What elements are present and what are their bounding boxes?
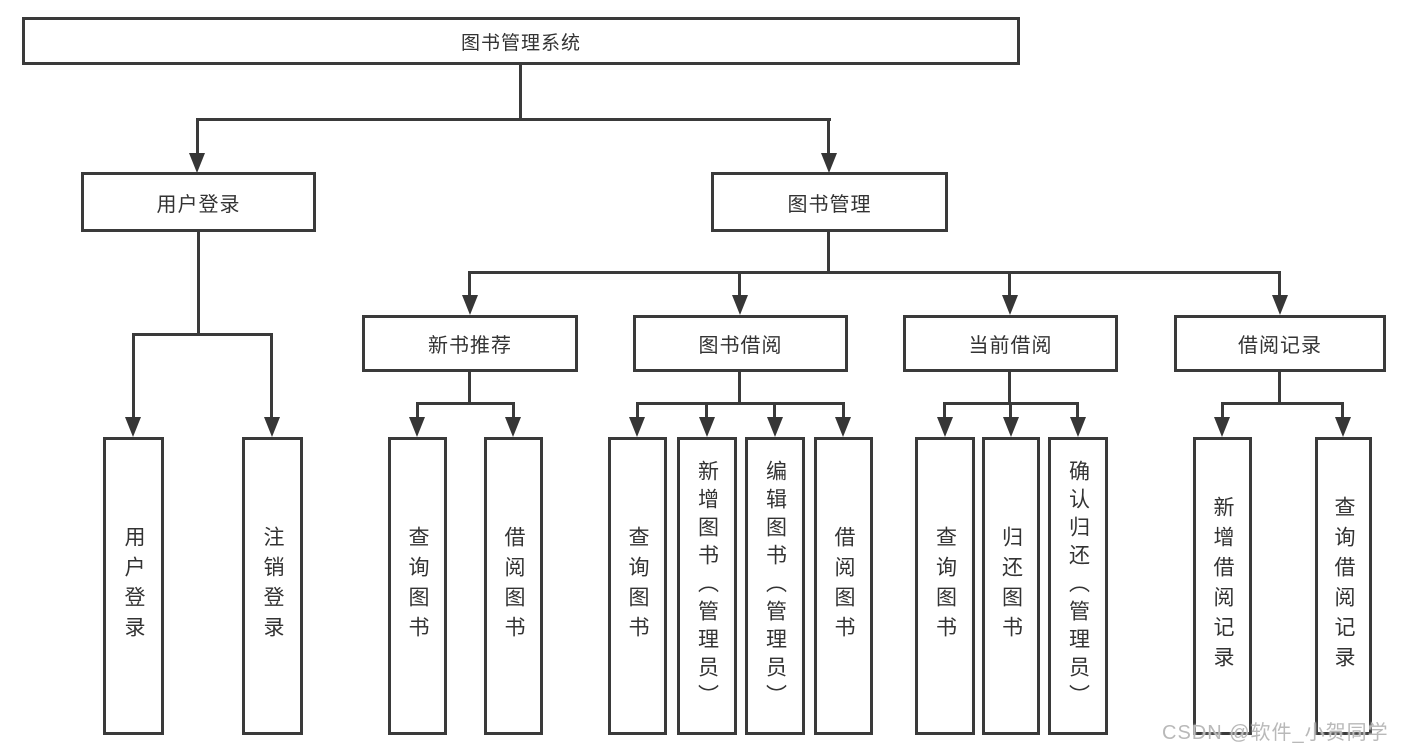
connector-borrow-records-arm-1: [1221, 402, 1224, 418]
node-label: 用户登录: [156, 193, 241, 216]
csdn-watermark: CSDN @软件_小贺同学: [1162, 722, 1389, 744]
connector-user-login-hbar: [132, 333, 273, 336]
arrowhead-to-add-book: [699, 417, 715, 437]
node-leaf-user-login: 用户登录: [103, 437, 164, 735]
connector-root-arm-left: [196, 118, 199, 154]
node-label: 查询图书: [933, 526, 957, 646]
arrowhead-to-book-borrow: [732, 295, 748, 315]
node-label: 图书管理: [787, 193, 872, 216]
node-new-book-recommend: 新书推荐: [362, 315, 578, 372]
node-current-borrow: 当前借阅: [903, 315, 1118, 372]
node-leaf-query-borrow-record: 查询借阅记录: [1315, 437, 1372, 735]
node-label: 借阅图书: [832, 526, 855, 646]
connector-new-book-hbar: [416, 402, 515, 405]
node-label: 用户登录: [122, 526, 145, 646]
node-borrow-records: 借阅记录: [1174, 315, 1386, 372]
connector-book-borrow-hbar: [636, 402, 845, 405]
node-leaf-borrow-book-2: 借阅图书: [814, 437, 873, 735]
arrowhead-to-return-book: [1003, 417, 1019, 437]
node-label: 新增借阅记录: [1211, 496, 1234, 676]
connector-book-borrow-arm-3: [773, 402, 776, 418]
connector-book-mgmt-stem: [827, 232, 830, 273]
connector-root-arm-right: [827, 118, 830, 154]
arrowhead-to-query-book-2: [629, 417, 645, 437]
arrowhead-to-leaf-logout: [264, 417, 280, 437]
arrowhead-to-borrow-records: [1272, 295, 1288, 315]
node-leaf-logout: 注销登录: [242, 437, 303, 735]
node-user-login: 用户登录: [81, 172, 316, 232]
connector-book-borrow-arm-1: [636, 402, 639, 418]
arrowhead-to-add-borrow-record: [1214, 417, 1230, 437]
node-label: 查询图书: [406, 526, 429, 646]
connector-book-mgmt-arm-3: [1008, 271, 1011, 297]
connector-current-borrow-arm-3: [1076, 402, 1079, 418]
arrowhead-to-query-book-3: [937, 417, 953, 437]
connector-borrow-records-arm-2: [1341, 402, 1344, 418]
node-leaf-query-book-3: 查询图书: [915, 437, 975, 735]
node-label: 归还图书: [999, 526, 1023, 646]
arrowhead-to-book-management: [821, 153, 837, 173]
node-leaf-add-book-admin: 新增图书（管理员）: [677, 437, 737, 735]
node-label: 借阅记录: [1238, 335, 1322, 357]
node-leaf-confirm-return-admin: 确认归还（管理员）: [1048, 437, 1108, 735]
arrowhead-to-query-borrow-record: [1335, 417, 1351, 437]
connector-user-login-arm-1: [132, 333, 135, 418]
node-label: 新增图书（管理员）: [695, 460, 719, 712]
node-label: 图书借阅: [698, 335, 783, 357]
node-leaf-return-book: 归还图书: [982, 437, 1040, 735]
connector-user-login-stem: [197, 232, 200, 335]
node-label: 新书推荐: [428, 335, 512, 357]
connector-new-book-arm-1: [416, 402, 419, 418]
node-label: 编辑图书（管理员）: [763, 460, 787, 712]
node-leaf-query-book-2: 查询图书: [608, 437, 667, 735]
node-book-management: 图书管理: [711, 172, 948, 232]
connector-book-mgmt-arm-2: [738, 271, 741, 297]
connector-book-mgmt-hbar: [468, 271, 1281, 274]
node-label: 查询图书: [626, 526, 649, 646]
connector-root-hbar: [196, 118, 831, 121]
arrowhead-to-new-book-recommend: [462, 295, 478, 315]
node-leaf-borrow-book-1: 借阅图书: [484, 437, 543, 735]
node-label: 查询借阅记录: [1332, 496, 1355, 676]
node-book-borrow: 图书借阅: [633, 315, 848, 372]
connector-book-borrow-arm-4: [842, 402, 845, 418]
connector-current-borrow-arm-2: [1009, 402, 1012, 418]
connector-book-mgmt-arm-1: [468, 271, 471, 297]
arrowhead-to-edit-book: [767, 417, 783, 437]
node-leaf-add-borrow-record: 新增借阅记录: [1193, 437, 1252, 735]
connector-book-borrow-arm-2: [705, 402, 708, 418]
arrowhead-to-confirm-return: [1070, 417, 1086, 437]
connector-borrow-records-stem: [1278, 372, 1281, 404]
connector-current-borrow-stem: [1008, 372, 1011, 404]
arrowhead-to-borrow-book-2: [835, 417, 851, 437]
node-label: 确认归还（管理员）: [1066, 460, 1090, 712]
connector-user-login-arm-2: [270, 333, 273, 418]
connector-new-book-stem: [468, 372, 471, 404]
node-root-book-management-system: 图书管理系统: [22, 17, 1020, 65]
connector-current-borrow-arm-1: [943, 402, 946, 418]
connector-new-book-arm-2: [512, 402, 515, 418]
connector-borrow-records-hbar: [1221, 402, 1344, 405]
node-label: 当前借阅: [968, 335, 1053, 357]
connector-root-stem: [519, 65, 522, 118]
node-label: 借阅图书: [502, 526, 525, 646]
arrowhead-to-current-borrow: [1002, 295, 1018, 315]
node-leaf-query-book-1: 查询图书: [388, 437, 447, 735]
arrowhead-to-leaf-user-login: [125, 417, 141, 437]
arrowhead-to-query-book-1: [409, 417, 425, 437]
arrowhead-to-user-login: [189, 153, 205, 173]
node-label: 注销登录: [261, 526, 284, 646]
node-label: 图书管理系统: [460, 32, 581, 54]
arrowhead-to-borrow-book-1: [505, 417, 521, 437]
node-leaf-edit-book-admin: 编辑图书（管理员）: [745, 437, 805, 735]
connector-book-mgmt-arm-4: [1278, 271, 1281, 297]
connector-book-borrow-stem: [738, 372, 741, 404]
